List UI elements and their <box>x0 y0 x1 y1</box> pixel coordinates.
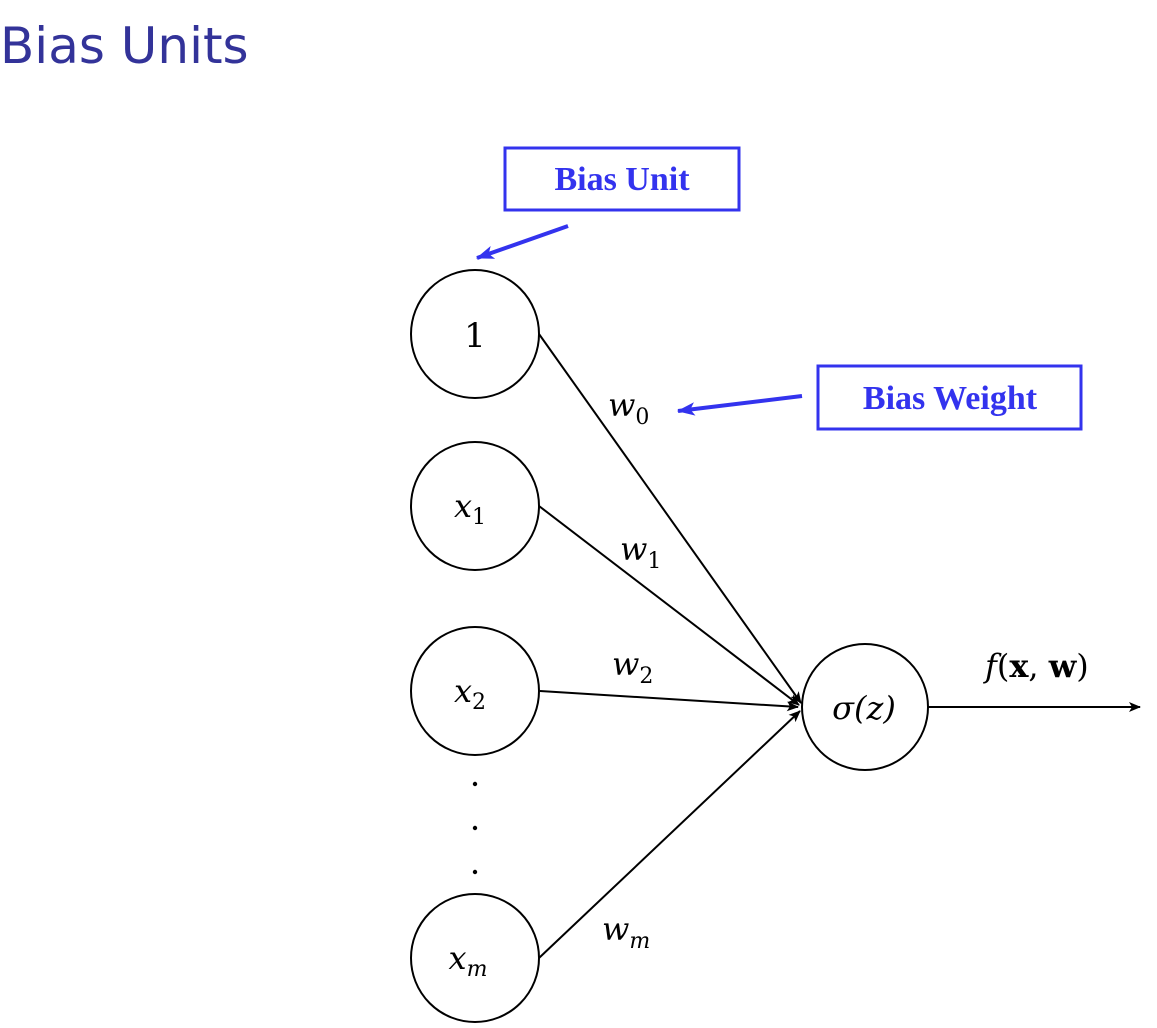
edge-wm <box>538 710 801 959</box>
svg-text:x2: x2 <box>454 672 486 715</box>
activation-label: σ(z) <box>832 689 896 727</box>
edge-w1 <box>538 505 800 706</box>
slide-title: Bias Units <box>0 17 249 75</box>
edge-w0 <box>538 333 802 704</box>
weight-label-w0: w0 <box>608 386 649 430</box>
svg-text:xm: xm <box>449 939 488 982</box>
input-sub-x2: 2 <box>472 690 486 715</box>
callout-bias-unit-text: Bias Unit <box>554 161 690 198</box>
svg-text:1: 1 <box>464 316 486 356</box>
input-sub-x1: 1 <box>472 505 486 530</box>
activation-node: σ(z) <box>801 643 929 771</box>
input-label-x2: x <box>454 672 472 710</box>
weight-label-w2: w2 <box>612 645 653 689</box>
callout-bias-weight-text: Bias Weight <box>863 380 1038 417</box>
input-label-x1: x <box>454 487 472 525</box>
callout-bias-unit: Bias Unit <box>503 146 741 212</box>
input-node-x2: x2 <box>410 626 540 756</box>
input-label-xm: x <box>449 939 467 977</box>
callout-bias-weight-arrow <box>676 394 803 416</box>
input-node-x1: x1 <box>410 441 540 571</box>
input-node-bias: 1 <box>410 269 540 399</box>
edge-w2 <box>539 690 799 712</box>
output-label: f(x, w) <box>983 647 1089 685</box>
weight-label-wm: wm <box>602 910 650 954</box>
input-sub-xm: m <box>467 957 488 982</box>
svg-text:x1: x1 <box>454 487 486 530</box>
callout-bias-weight: Bias Weight <box>816 364 1083 431</box>
input-label-bias: 1 <box>464 316 486 356</box>
input-node-xm: xm <box>410 893 540 1023</box>
callout-bias-unit-arrow <box>475 224 569 260</box>
vertical-ellipsis <box>472 781 478 875</box>
weight-label-w1: w1 <box>620 530 661 574</box>
